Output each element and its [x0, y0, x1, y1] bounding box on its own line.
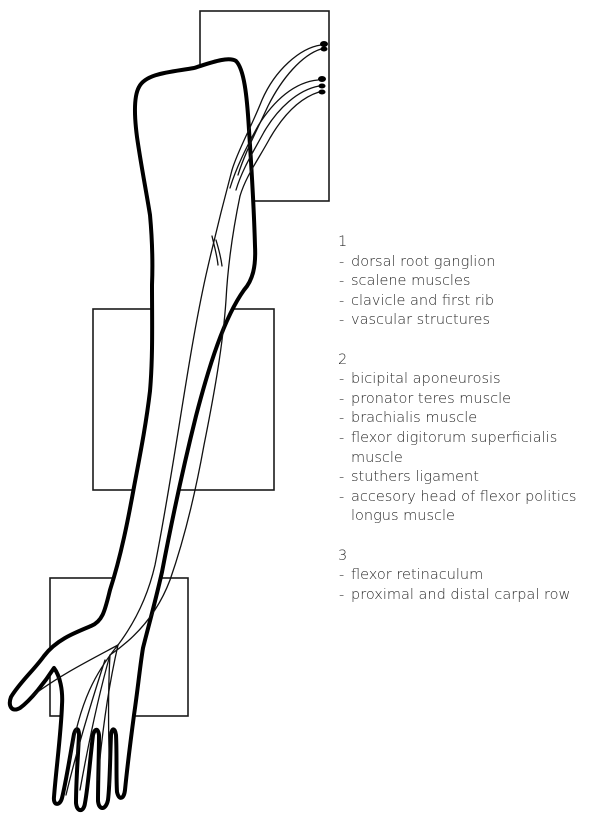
- legend-item: flexor retinaculum: [338, 566, 593, 586]
- legend-group-number: 3: [338, 547, 593, 567]
- ganglion-icon: [320, 41, 328, 47]
- legend-group-1: 1 dorsal root ganglion scalene muscles c…: [338, 233, 593, 331]
- ganglion-icon: [321, 47, 328, 52]
- ganglion-icon: [319, 84, 326, 89]
- legend-group-3: 3 flexor retinaculum proximal and distal…: [338, 547, 593, 606]
- legend-item: vascular structures: [338, 311, 593, 331]
- arm-outline: [10, 59, 255, 810]
- legend-item: flexor digitorum superficialis muscle: [338, 429, 593, 468]
- legend-item: dorsal root ganglion: [338, 253, 593, 273]
- legend-item: proximal and distal carpal row: [338, 586, 593, 606]
- legend-item: scalene muscles: [338, 272, 593, 292]
- legend-item: brachialis muscle: [338, 409, 593, 429]
- ganglion-icon: [318, 76, 326, 82]
- legend-group-number: 2: [338, 351, 593, 371]
- legend-item: stuthers ligament: [338, 468, 593, 488]
- legend-group-number: 1: [338, 233, 593, 253]
- legend-item: bicipital aponeurosis: [338, 370, 593, 390]
- legend-item: accesory head of flexor politics longus …: [338, 488, 593, 527]
- legend-item: clavicle and first rib: [338, 292, 593, 312]
- legend-item: pronator teres muscle: [338, 390, 593, 410]
- legend-group-2: 2 bicipital aponeurosis pronator teres m…: [338, 351, 593, 527]
- legend: 1 dorsal root ganglion scalene muscles c…: [338, 233, 593, 625]
- ganglion-icon: [319, 90, 326, 95]
